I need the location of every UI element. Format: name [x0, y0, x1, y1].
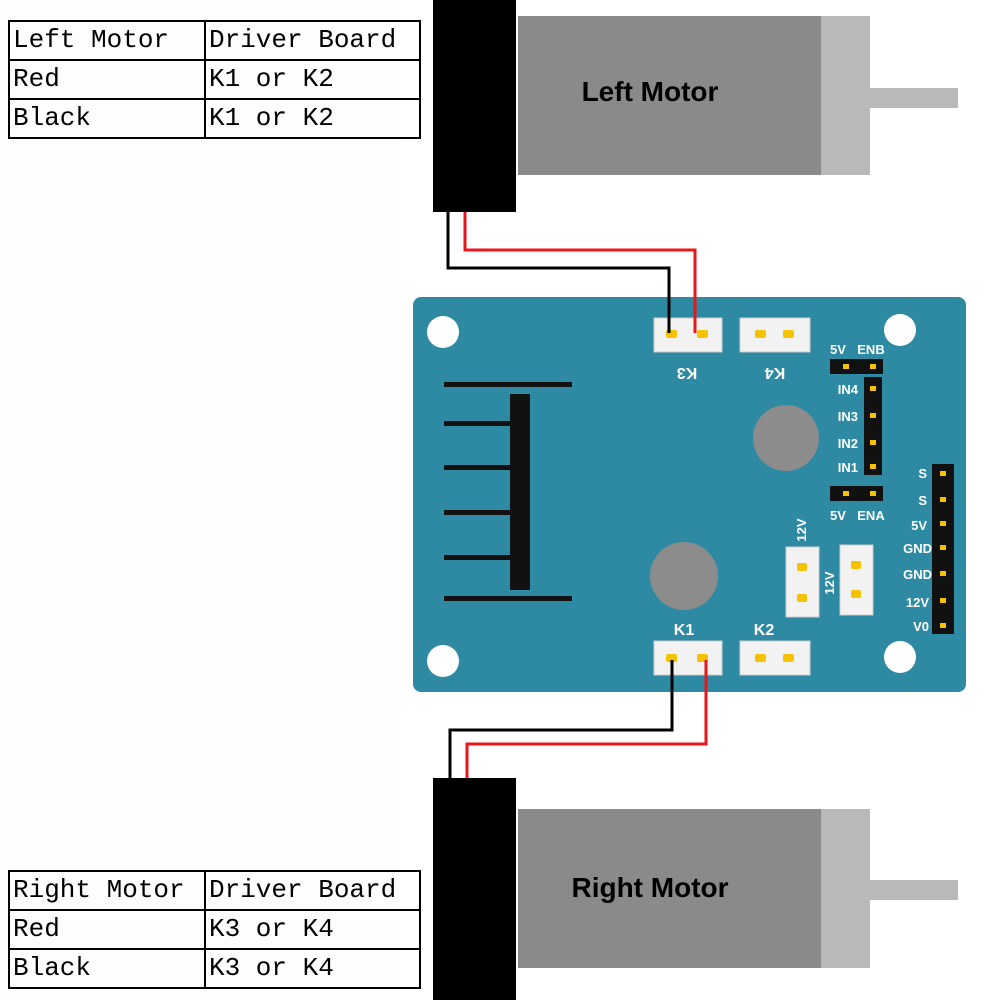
table-row: Red K3 or K4	[8, 909, 421, 950]
table-cell: K1 or K2	[204, 59, 421, 100]
table-header-cell: Left Motor	[8, 20, 206, 61]
table-cell: K3 or K4	[204, 948, 421, 989]
mount-hole	[884, 641, 916, 673]
pin-s1-label: S	[918, 466, 927, 481]
right-motor-label: Right Motor	[571, 872, 728, 903]
k3-label: K3	[677, 364, 698, 381]
in4-label: IN4	[838, 382, 859, 397]
capacitor	[753, 405, 819, 471]
connector-k2: K2	[739, 622, 811, 676]
table-row: Black K1 or K2	[8, 98, 421, 139]
table-header-row: Right Motor Driver Board	[8, 870, 421, 911]
connector-k4: K4	[739, 317, 811, 381]
enb-header: 5V ENB	[830, 342, 885, 374]
table-cell: Black	[8, 948, 206, 989]
ena-left-label: 5V	[830, 508, 846, 523]
left-motor-black-wire	[446, 212, 671, 333]
right-motor-wiring-table: Right Motor Driver Board Red K3 or K4 Bl…	[8, 870, 421, 989]
table-row: Black K3 or K4	[8, 948, 421, 989]
pin-5v-label: 5V	[911, 518, 927, 533]
connector-k3: K3	[653, 317, 723, 381]
left-motor-label: Left Motor	[582, 76, 719, 107]
k4-label: K4	[765, 364, 786, 381]
enb-right-label: ENB	[857, 342, 884, 357]
left-motor-red-wire	[463, 212, 697, 333]
left-motor-wiring-table: Left Motor Driver Board Red K1 or K2 Bla…	[8, 20, 421, 139]
pin-s2-label: S	[918, 493, 927, 508]
connector-k1: K1	[653, 622, 723, 676]
table-cell: K1 or K2	[204, 98, 421, 139]
pin-gnd2-label: GND	[903, 567, 932, 582]
in3-label: IN3	[838, 409, 858, 424]
table-cell: K3 or K4	[204, 909, 421, 950]
pin-gnd1-label: GND	[903, 541, 932, 556]
enb-left-label: 5V	[830, 342, 846, 357]
right-motor-red-wire	[465, 660, 708, 778]
driver-board: K3 K4 K1 K2 12V	[413, 297, 966, 692]
table-cell: Red	[8, 909, 206, 950]
left-motor-wires	[446, 212, 697, 333]
table-cell: Red	[8, 59, 206, 100]
pin-v0-label: V0	[913, 619, 929, 634]
mount-hole	[427, 316, 459, 348]
input-header: IN4 IN3 IN2 IN1	[838, 377, 882, 475]
in2-label: IN2	[838, 436, 858, 451]
ena-right-label: ENA	[857, 508, 885, 523]
k2-label: K2	[754, 622, 775, 639]
capacitor	[650, 542, 718, 610]
in1-label: IN1	[838, 460, 858, 475]
power-pin-header: S S 5V GND GND 12V V0	[903, 464, 954, 634]
pwr-left-label: 12V	[794, 518, 809, 541]
left-motor: Left Motor	[433, 0, 958, 212]
right-motor-wires	[448, 660, 708, 778]
right-motor: Right Motor	[433, 778, 958, 1000]
pin-12v-label: 12V	[906, 595, 929, 610]
mount-hole	[427, 645, 459, 677]
power-connector-left: 12V	[785, 518, 820, 618]
right-motor-black-wire	[448, 660, 674, 778]
pwr-right-label: 12V	[822, 571, 837, 594]
table-header-cell: Driver Board	[204, 870, 421, 911]
mount-hole	[884, 314, 916, 346]
ena-header: 5V ENA	[830, 486, 885, 523]
table-header-row: Left Motor Driver Board	[8, 20, 421, 61]
heatsink	[444, 382, 572, 601]
power-connector-right: 12V	[822, 544, 874, 616]
table-header-cell: Driver Board	[204, 20, 421, 61]
table-row: Red K1 or K2	[8, 59, 421, 100]
k1-label: K1	[674, 622, 695, 639]
table-header-cell: Right Motor	[8, 870, 206, 911]
table-cell: Black	[8, 98, 206, 139]
